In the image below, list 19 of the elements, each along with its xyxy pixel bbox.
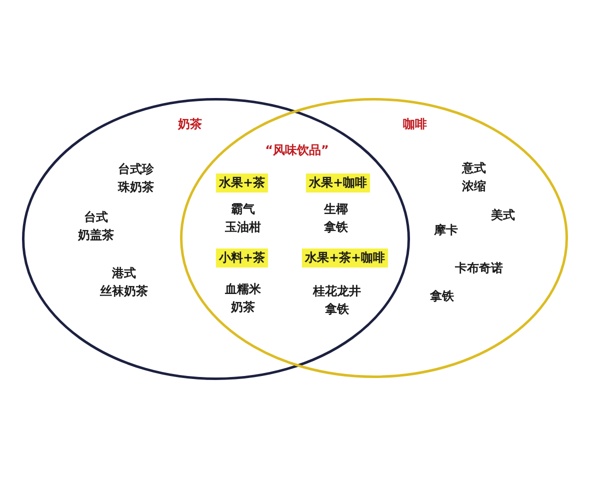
drink-name: 生椰拿铁 [324, 201, 348, 236]
drink-name: 拿铁 [430, 288, 454, 305]
drink-name: 血糯米奶茶 [225, 281, 261, 316]
overlap-heading: “风味饮品” [265, 142, 329, 159]
drink-name: 美式 [491, 207, 515, 224]
drink-name: 台式奶盖茶 [78, 209, 114, 244]
drink-name: 霸气玉油柑 [225, 201, 261, 236]
drink-name: 卡布奇诺 [455, 260, 503, 277]
highlighted-category: 水果+茶 [216, 174, 268, 192]
highlighted-category: 水果+咖啡 [306, 174, 370, 192]
set-heading: 咖啡 [403, 116, 427, 133]
set-heading: 奶茶 [178, 116, 202, 133]
drink-name: 港式丝袜奶茶 [100, 265, 148, 300]
drink-name: 摩卡 [434, 222, 458, 239]
highlighted-category: 小料+茶 [216, 248, 268, 268]
drink-name: 台式珍珠奶茶 [118, 161, 154, 196]
drink-name: 意式浓缩 [462, 160, 486, 195]
drink-name: 桂花龙井拿铁 [313, 283, 361, 318]
highlighted-category: 水果+茶+咖啡 [302, 248, 388, 268]
